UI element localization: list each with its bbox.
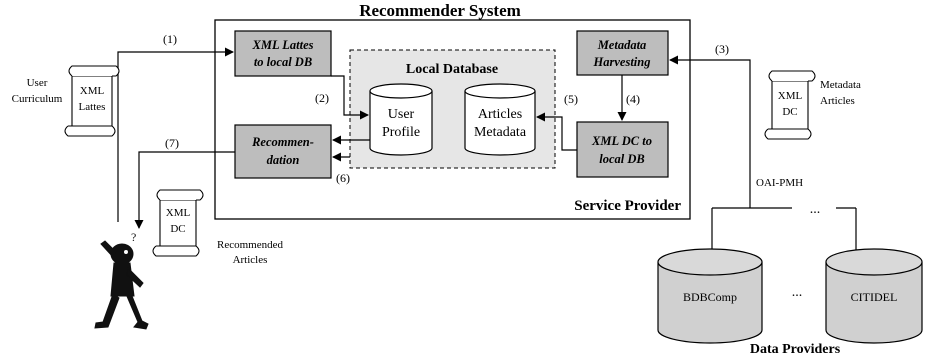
local-database-label: Local Database [406, 62, 498, 77]
citidel-label: CITIDEL [851, 290, 898, 304]
data-providers-label: Data Providers [750, 342, 841, 357]
arrow-step-5 [536, 112, 577, 151]
diagram-title: Recommender System [359, 1, 521, 20]
dc-recommended-scroll-line2: DC [170, 223, 185, 235]
oai-pmh-label: OAI-PMH [756, 177, 803, 189]
user-profile-line2: Profile [382, 125, 420, 140]
recommendation-box: Recommen- dation [234, 124, 332, 179]
step-3: (3) [715, 42, 729, 56]
xml-dc-box: XML DC to local DB [576, 121, 669, 178]
user-profile-db: User Profile [369, 83, 433, 156]
step-1: (1) [163, 32, 177, 46]
xml-dc-recommended-scroll: XML DC [152, 189, 204, 257]
recom-line1: Recommen- [251, 135, 314, 149]
xml-dc-metadata-scroll: XML DC [764, 70, 816, 140]
user-curriculum-line1: User [27, 77, 48, 89]
providers-ellipsis: ... [792, 285, 803, 300]
recom-line2: dation [267, 153, 300, 167]
lattes-scroll-line1: XML [80, 85, 105, 97]
xml-lattes-line1: XML Lattes [252, 38, 314, 52]
metadata-articles-line1: Metadata [820, 79, 861, 91]
xmldc-line1: XML DC to [591, 134, 652, 148]
xml-lattes-line2: to local DB [254, 55, 312, 69]
step-5: (5) [564, 92, 578, 106]
oai-dots: ... [810, 202, 821, 217]
xmldc-line2: local DB [599, 152, 644, 166]
dc-metadata-scroll-line2: DC [782, 106, 797, 118]
user-profile-line1: User [388, 107, 415, 122]
step-6: (6) [336, 171, 350, 185]
xml-lattes-box: XML Lattes to local DB [234, 30, 332, 77]
step-4: (4) [626, 92, 640, 106]
bdbcomp-label: BDBComp [683, 290, 737, 304]
service-provider-label: Service Provider [574, 198, 681, 214]
xml-lattes-scroll: XML Lattes [64, 65, 120, 137]
articles-metadata-line2: Metadata [474, 125, 527, 140]
arrow-step-3 [669, 55, 751, 200]
step-7: (7) [165, 136, 179, 150]
articles-metadata-line1: Articles [478, 107, 522, 122]
citidel-provider: CITIDEL [825, 248, 923, 344]
user-figure-icon: ? [94, 230, 149, 330]
step-2: (2) [315, 91, 329, 105]
recommended-articles-line1: Recommended [217, 239, 283, 251]
dc-metadata-scroll-line1: XML [778, 90, 803, 102]
harvest-line2: Harvesting [593, 55, 651, 69]
question-mark: ? [131, 230, 136, 244]
harvest-line1: Metadata [597, 38, 647, 52]
lattes-scroll-line2: Lattes [79, 101, 106, 113]
arrow-step-1 [117, 47, 234, 222]
arrow-step-7 [134, 151, 235, 229]
user-curriculum-line2: Curriculum [12, 93, 63, 105]
recommended-articles-line2: Articles [233, 254, 268, 266]
metadata-harvesting-box: Metadata Harvesting [576, 30, 669, 76]
dc-recommended-scroll-line1: XML [166, 207, 191, 219]
oai-pmh-connector [711, 200, 857, 262]
articles-metadata-db: Articles Metadata [464, 83, 536, 156]
arrow-step-2 [331, 75, 369, 120]
bdbcomp-provider: BDBComp [657, 248, 763, 344]
metadata-articles-line2: Articles [820, 95, 855, 107]
